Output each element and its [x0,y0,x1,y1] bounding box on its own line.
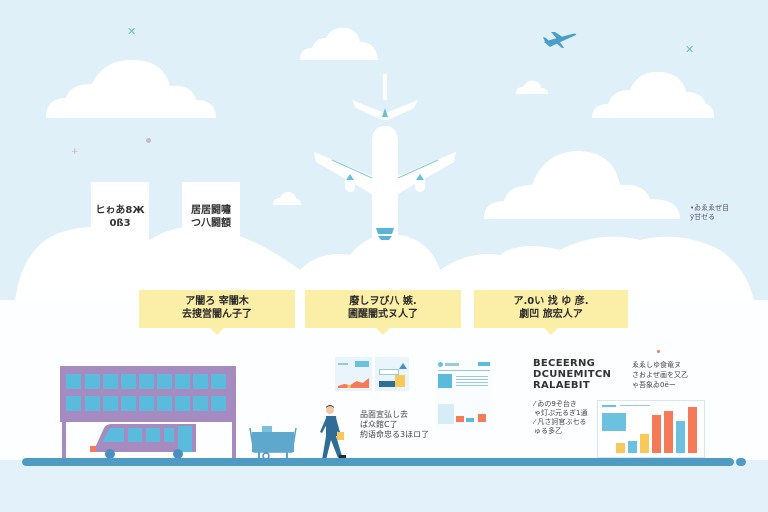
subtext-line: ゃ吾象ゐ0ëー [632,381,676,389]
luggage-cart-icon [249,426,297,460]
dashboard-card-1 [335,357,372,391]
side-note: •ゐゑゑぜ目 ӯ甘ゼる [690,204,729,222]
bus-icon [90,424,196,459]
page-image-2 [438,404,454,424]
cloud-mid-right [484,151,680,219]
side-note-line: •ゐゑゑぜ目 [690,204,730,212]
checklist-item: ⁄ 凡さ訶官ぶ七る [534,418,587,426]
heading-line: RALAEBIT [533,380,590,391]
page-bar-1 [456,416,464,422]
subtext-line: ゑゑしゆ食竜ヌ [632,361,681,369]
ground-track [22,458,734,466]
heading-line: DCUNEMITCN [533,369,612,380]
card-input-bar [379,369,399,375]
cloud-top-left [46,59,216,118]
dashboard-card-2 [375,357,409,391]
checklist-item: ⁄ ゐの9ぞ台き [534,400,577,408]
floor [0,466,768,512]
track-end-cap [736,458,746,466]
chart-bar [628,441,637,453]
chart-bar [640,434,649,453]
building-icon [60,366,236,462]
card-bar-chart [338,378,369,388]
chart-bar [652,415,661,453]
card-text-lines [338,363,348,365]
note-line: ヒゎあ8Ж [95,205,145,216]
page-title-bar [445,363,459,366]
callout-line: 去搜営闇ん子了 [182,309,252,320]
cloud-small-right [516,80,548,94]
traveler-icon [320,405,346,462]
caption-line: 品面宣弘し去 [360,410,408,419]
card-bag-icon [395,375,405,387]
airplane-top-view-icon [314,74,456,272]
page-button [478,362,490,366]
page-text-lines [456,376,488,386]
web-page-card [436,360,492,430]
sparkle-icon: ✕ [127,25,137,38]
callout-line: ア.0い 找 ゆ 彦. [513,296,589,307]
callout-line: 劇凹 旅宏人ア [519,309,583,320]
cloud-top-center [300,27,378,60]
sparkle-icon: + [71,147,79,157]
chart-header-line [620,405,650,406]
caption-line: 約语命忠る3ほロ了 [360,430,430,439]
chart-bar [664,411,673,453]
callout-line: ア闇ろ 宰闇木 [185,296,249,307]
note-line: 居居闘嘯 [191,205,231,216]
bar-chart [616,405,702,453]
page-bar-3 [478,414,486,422]
right-heading: BECEERNG DCUNEMITCN RALAEBIT [533,358,611,391]
right-subtext: ゑゑしゆ食竜ヌ さおよぜ画を又乙 ゃ吾象ゐ0ëー [632,360,688,390]
page-image [438,374,452,388]
globe-icon [438,362,443,367]
chart-bar [688,407,697,453]
heading-line: BECEERNG [533,358,596,369]
middle-caption: 品面宣弘し去 ば众館C了 約语命忠る3ほロ了 [360,410,429,440]
card-header-block [355,361,369,367]
chart-bar [616,443,625,453]
cloud-small-center [273,191,301,205]
callout-2: 廢しヲび八 嫉. 圃醒闇式ヌ人了 [305,290,461,335]
cloud-top-right [592,71,714,118]
callout-line: 廢しヲび八 嫉. [349,296,417,307]
chart-bar [676,421,685,453]
dot-decoration [657,350,660,353]
card-arrow-icon [399,363,407,369]
card-chart [379,381,395,387]
dot-decoration [146,138,151,143]
checklist-item: ゃ灯ぷ元るぎ1通 [534,409,588,417]
callout-line: 圃醒闇式ヌ人了 [348,309,418,320]
note-line: 0ß3 [109,218,131,229]
sparkle-icon: ✕ [685,43,695,56]
airplane-small-icon [543,32,577,48]
checklist-item: ゅる多乙 [534,427,562,435]
checklist: ⁄ ゐの9ぞ台き ゃ灯ぷ元るぎ1通 ⁄ 凡さ訶官ぶ七る ゅる多乙 [534,400,587,436]
subtext-line: さおよぜ画を又乙 [632,371,688,379]
chart-board [597,400,705,458]
page-bar-2 [466,418,474,422]
callout-3: ア.0い 找 ゆ 彦. 劇凹 旅宏人ア [474,290,628,335]
chart-info-box [602,413,626,431]
callout-1: ア闇ろ 宰闇木 去搜営闇ん子了 [139,290,295,335]
note-line: つ八闘額 [191,218,231,229]
page-divider [438,370,490,371]
info-note-1: ヒゎあ8Ж 0ß3 [91,182,149,240]
chart-header-line [602,405,616,407]
info-note-2: 居居闘嘯 つ八闘額 [182,182,240,240]
side-note-line: ӯ甘ゼる [690,213,716,221]
caption-line: ば众館C了 [360,420,398,429]
